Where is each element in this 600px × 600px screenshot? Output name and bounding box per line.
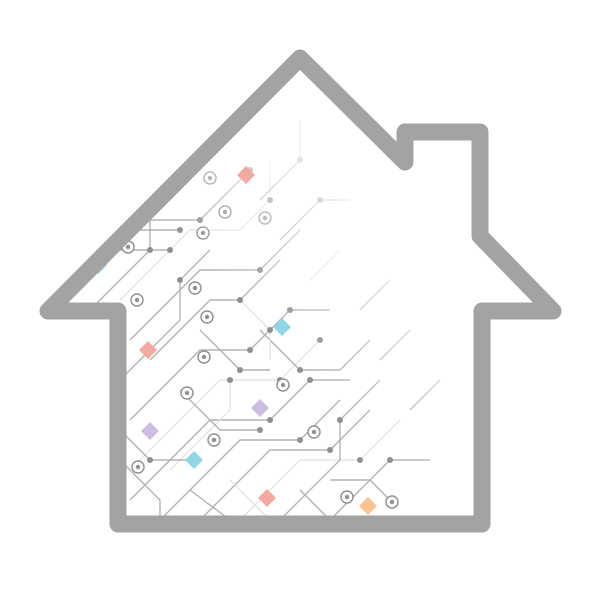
circuit-node bbox=[357, 457, 363, 463]
circuit-ring-center bbox=[311, 429, 317, 435]
circuit-node bbox=[147, 457, 153, 463]
circuit-node bbox=[167, 247, 173, 253]
circuit-node bbox=[237, 297, 243, 303]
circuit-node bbox=[197, 217, 203, 223]
circuit-node bbox=[267, 327, 273, 333]
circuit-pattern bbox=[59, 120, 441, 521]
circuit-trace bbox=[179, 389, 260, 431]
circuit-trace bbox=[169, 380, 231, 471]
circuit-ring-center bbox=[184, 390, 190, 396]
circuit-node bbox=[247, 347, 253, 353]
circuit-node bbox=[297, 437, 303, 443]
circuit-diamond-accent bbox=[258, 489, 276, 507]
circuit-node bbox=[177, 227, 183, 233]
circuit-ring-center bbox=[200, 230, 206, 236]
circuit-diamond-accent bbox=[359, 497, 377, 515]
circuit-ring-center bbox=[125, 244, 131, 250]
circuit-trace bbox=[119, 160, 271, 301]
circuit-diamond-accent bbox=[185, 451, 203, 469]
circuit-node bbox=[267, 417, 273, 423]
circuit-ring-center bbox=[222, 209, 228, 215]
circuit-ring-center bbox=[204, 314, 210, 320]
circuit-trace bbox=[229, 479, 271, 521]
circuit-node bbox=[257, 427, 263, 433]
circuit-trace bbox=[189, 489, 231, 521]
circuit-ring-center bbox=[344, 494, 350, 500]
circuit-ring-center bbox=[192, 285, 198, 291]
circuit-trace bbox=[239, 299, 271, 360]
circuit-ring-center bbox=[201, 354, 207, 360]
circuit-trace bbox=[159, 399, 341, 521]
circuit-node bbox=[317, 197, 323, 203]
circuit-node bbox=[177, 277, 183, 283]
circuit-trace bbox=[379, 329, 411, 361]
house-outline bbox=[39, 49, 562, 533]
circuit-node bbox=[337, 417, 343, 423]
circuit-node bbox=[287, 307, 293, 313]
circuit-ring-center bbox=[389, 499, 395, 505]
circuit-trace bbox=[139, 339, 321, 461]
circuit-node bbox=[387, 457, 393, 463]
circuit-node bbox=[237, 367, 243, 373]
circuit-node bbox=[327, 447, 333, 453]
circuit-trace bbox=[129, 229, 301, 341]
circuit-trace bbox=[259, 120, 301, 201]
circuit-ring-center bbox=[280, 382, 286, 388]
circuit-node bbox=[267, 197, 273, 203]
circuit-node bbox=[227, 377, 233, 383]
circuit-diamond-accent bbox=[237, 166, 255, 184]
circuit-ring-center bbox=[207, 175, 213, 181]
circuit-trace bbox=[279, 379, 381, 521]
circuit-ring-center bbox=[262, 215, 268, 221]
circuit-trace bbox=[299, 489, 331, 521]
circuit-trace bbox=[330, 479, 391, 501]
circuit-ring-center bbox=[134, 297, 140, 303]
circuit-ring-center bbox=[211, 437, 217, 443]
circuit-trace bbox=[359, 279, 391, 311]
circuit-trace bbox=[239, 419, 401, 521]
circuit-trace bbox=[409, 379, 441, 411]
circuit-diamond-accent bbox=[251, 399, 269, 417]
circuit-diamond-accent bbox=[139, 341, 157, 359]
circuit-ring-center bbox=[135, 464, 141, 470]
circuit-trace bbox=[119, 459, 161, 520]
circuit-trace bbox=[279, 199, 350, 241]
circuit-node bbox=[257, 267, 263, 273]
circuit-trace bbox=[259, 329, 371, 371]
circuit-node bbox=[147, 247, 153, 253]
circuit-node bbox=[297, 367, 303, 373]
circuit-node bbox=[307, 377, 313, 383]
circuit-trace bbox=[149, 259, 281, 361]
circuit-diamond-accent bbox=[141, 422, 159, 440]
circuit-diamond-accent bbox=[273, 318, 291, 336]
circuit-node bbox=[297, 157, 303, 163]
circuit-node bbox=[317, 337, 323, 343]
circuit-trace bbox=[199, 409, 371, 521]
circuit-trace bbox=[119, 249, 211, 381]
circuit-trace bbox=[309, 249, 341, 281]
